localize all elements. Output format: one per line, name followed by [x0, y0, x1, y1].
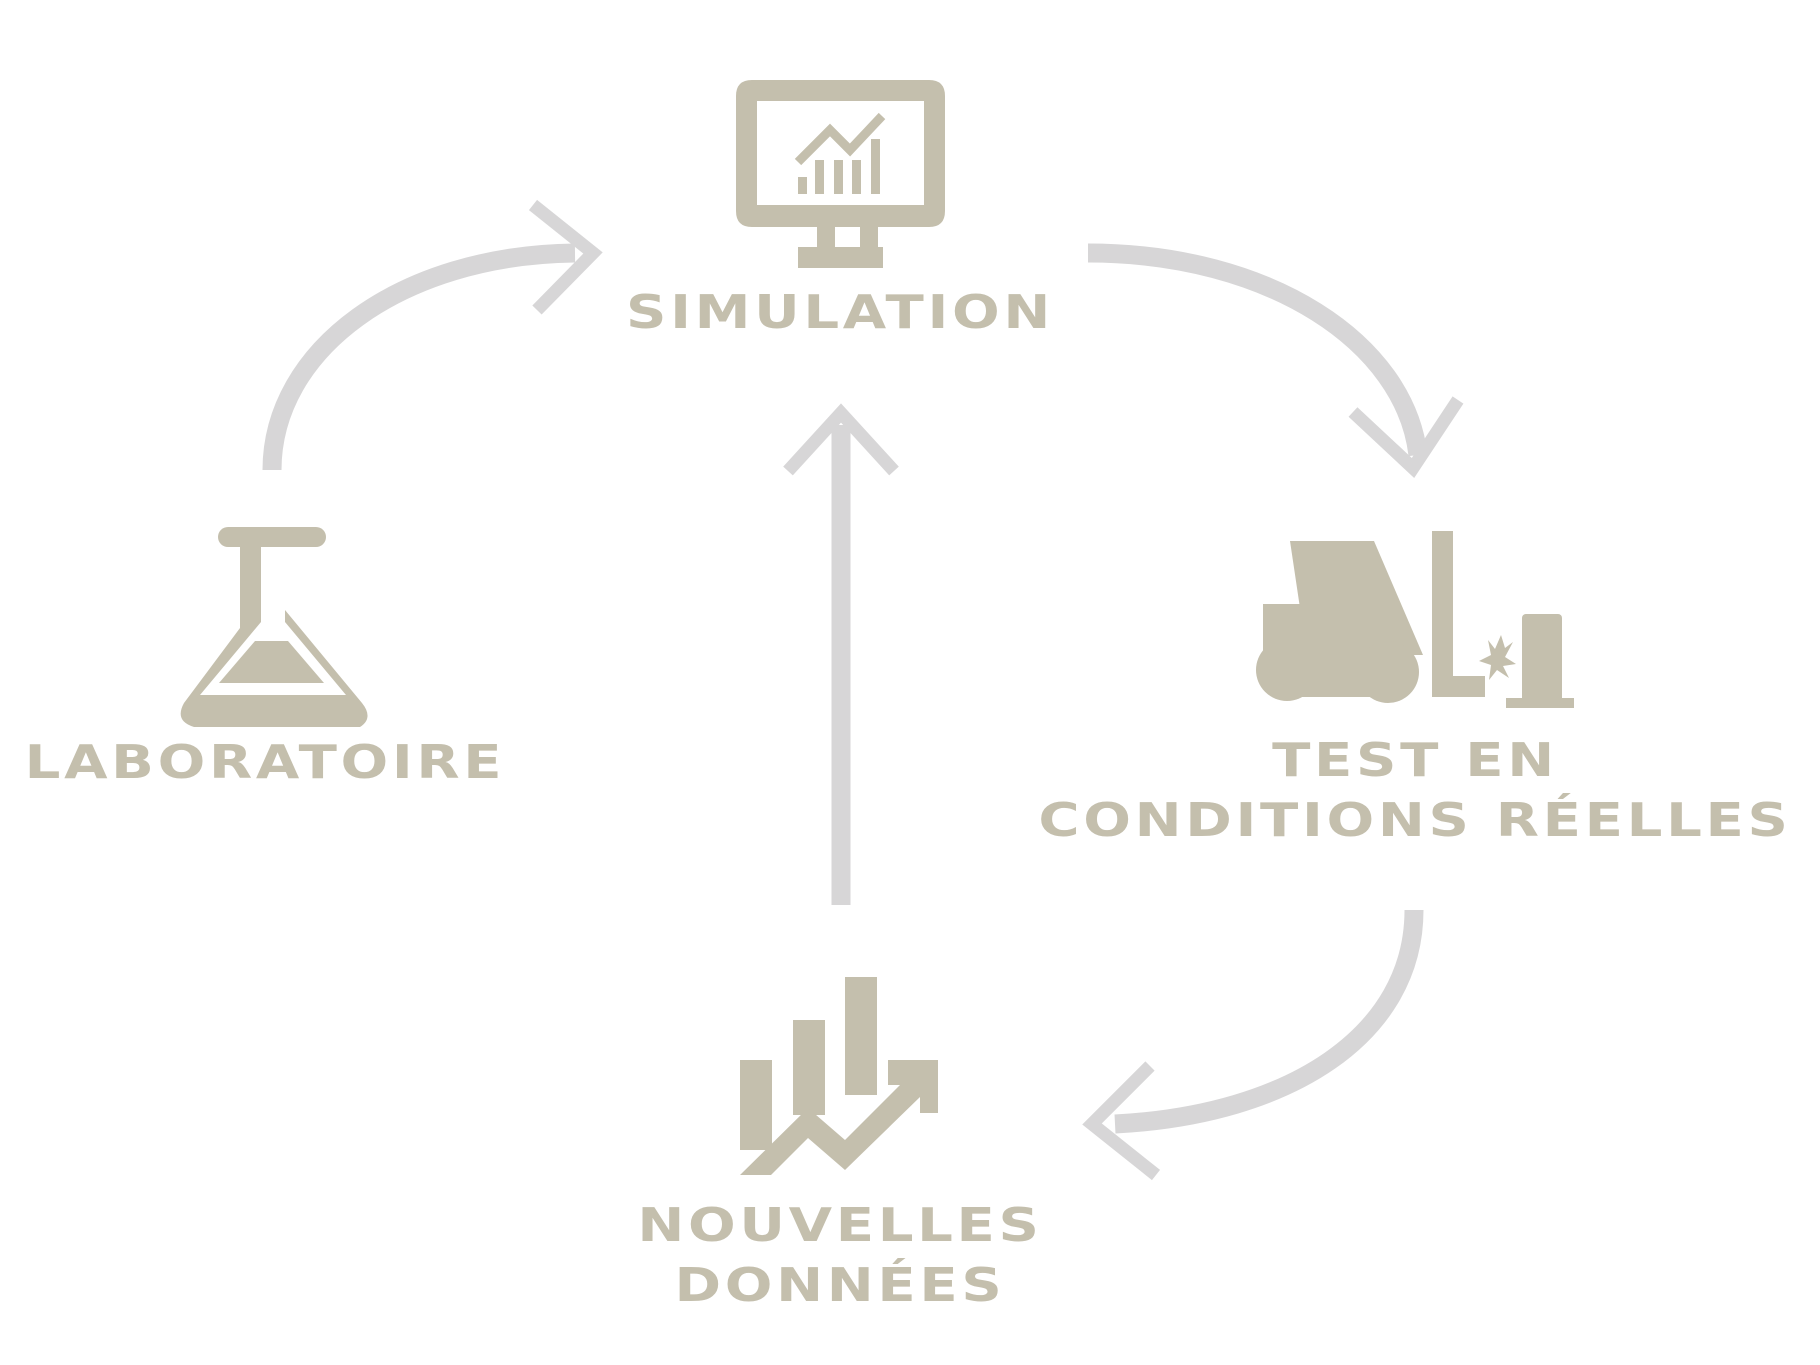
arrow-simulation-to-test — [1087, 243, 1464, 478]
label-test-en-conditions-reelles: TEST EN CONDITIONS RÉELLES — [988, 730, 1820, 850]
test-label-line1: TEST EN — [1272, 733, 1558, 787]
nouvelles-label-line2: DONNÉES — [674, 1258, 1006, 1312]
monitor-chart-icon — [736, 80, 945, 268]
simulation-label: SIMULATION — [626, 285, 1054, 339]
nouvelles-label-line1: NOUVELLES — [637, 1198, 1043, 1252]
laboratoire-label: LABORATOIRE — [24, 735, 506, 789]
forklift-icon — [1256, 531, 1574, 708]
test-label-line2: CONDITIONS RÉELLES — [1038, 793, 1792, 847]
arrow-laboratoire-to-simulation — [262, 199, 603, 471]
arrow-test-to-nouvelles — [1082, 909, 1424, 1181]
flask-icon — [180, 527, 368, 727]
label-nouvelles-donnees: NOUVELLES DONNÉES — [596, 1195, 1084, 1315]
label-simulation: SIMULATION — [596, 282, 1084, 342]
arrow-nouvelles-to-simulation — [783, 403, 899, 905]
bar-chart-up-icon — [740, 977, 938, 1175]
label-laboratoire: LABORATOIRE — [9, 732, 521, 792]
